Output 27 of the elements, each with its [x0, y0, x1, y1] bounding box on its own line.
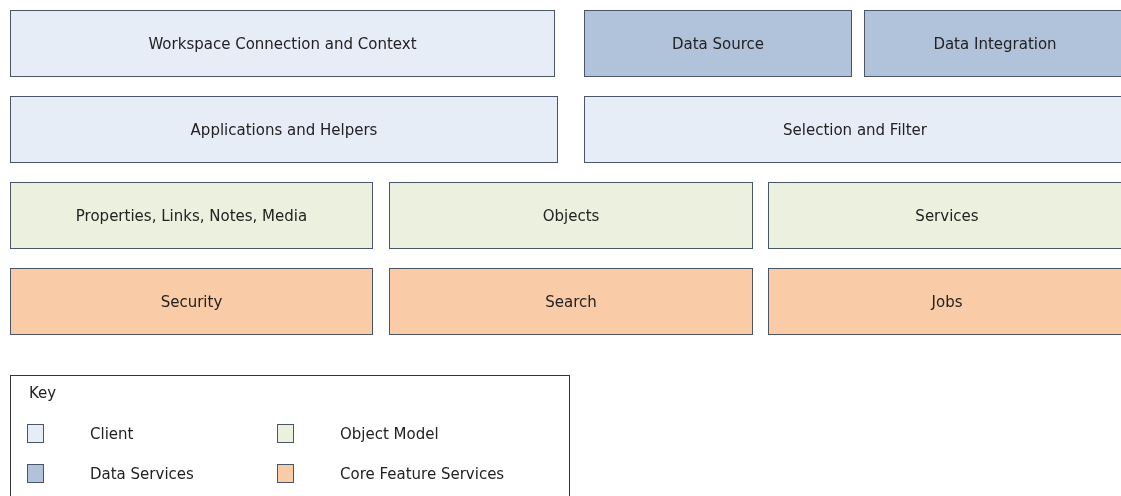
legend-label: Core Feature Services: [340, 465, 505, 483]
legend-label: Client: [90, 425, 134, 443]
component-box: [389, 268, 753, 335]
component-label: Applications and Helpers: [190, 120, 378, 139]
component-label: Security: [160, 292, 223, 311]
component-box: [10, 10, 555, 77]
component-label: Objects: [542, 206, 600, 225]
component-label: Search: [545, 292, 597, 311]
component-label: Properties, Links, Notes, Media: [75, 206, 308, 225]
component-label: Data Source: [671, 34, 765, 53]
component-label: Services: [915, 206, 979, 225]
component-box: [584, 96, 1121, 163]
component-box: [10, 268, 373, 335]
component-label: Jobs: [931, 292, 963, 311]
component-label: Workspace Connection and Context: [148, 34, 417, 53]
component-box: [10, 182, 373, 249]
component-box: [10, 96, 558, 163]
component-label: Selection and Filter: [783, 120, 927, 139]
component-box: [584, 10, 852, 77]
legend-label: Object Model: [340, 425, 439, 443]
component-box: [768, 182, 1121, 249]
component-box: [389, 182, 753, 249]
component-box: [768, 268, 1121, 335]
legend-title: Key: [29, 384, 57, 402]
component-box: [864, 10, 1121, 77]
component-label: Data Integration: [933, 34, 1057, 53]
legend-label: Data Services: [90, 465, 194, 483]
